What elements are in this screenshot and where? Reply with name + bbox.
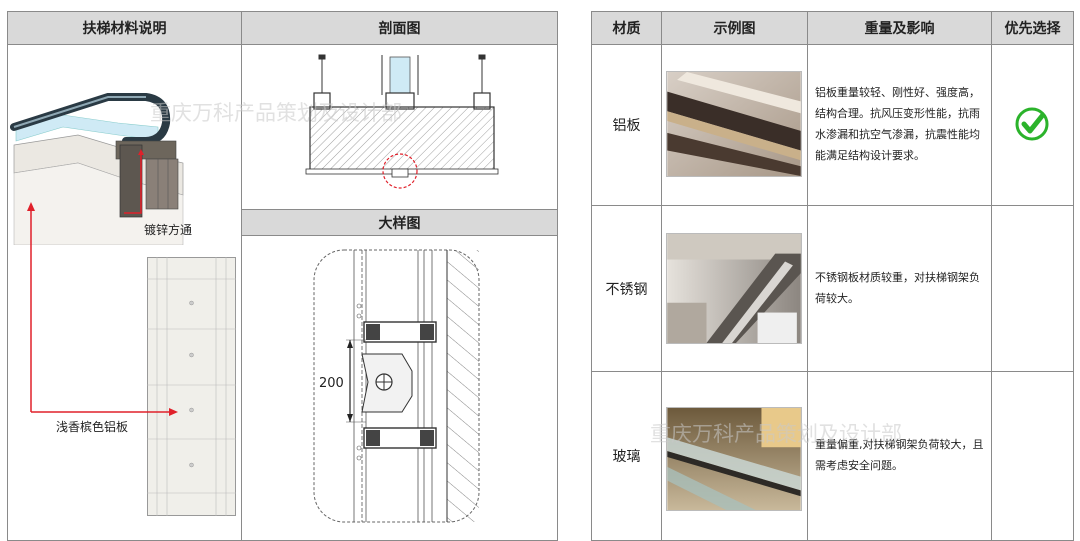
material-cell-aluminum: 铝板 [591,44,662,206]
callout-galvanized-tube: 镀锌方通 [144,223,193,237]
description-aluminum: 铝板重量较轻、刚性好、强度高，结构合理。抗风压变形性能，抗雨水渗漏和抗空气渗漏，… [815,86,980,162]
header-preferred: 优先选择 [991,11,1074,45]
callout-aluminum-panel: 浅香槟色铝板 [56,420,129,434]
watermark: 重庆万科产品策划及设计部 [150,101,402,125]
photo-glass-escalator [666,407,802,511]
handrail-3d-illustration [10,93,184,245]
photo-stainless-escalator [666,233,802,344]
header-detail-drawing: 大样图 [241,209,558,236]
material-cell-stainless: 不锈钢 [591,205,662,372]
aluminum-panel-elevation [147,257,236,516]
dimension-label: 200 [319,376,344,391]
header-section-drawing: 剖面图 [241,11,558,45]
preferred-cell-glass [991,371,1074,541]
header-weight-impact: 重量及影响 [807,11,992,45]
section-drawing [305,54,499,189]
description-glass: 重量偏重,对扶梯钢架负荷较大，且需考虑安全问题。 [815,438,984,472]
detail-drawing [313,249,480,523]
material-cell-glass: 玻璃 [591,371,662,541]
photo-aluminum-escalator [666,71,802,177]
preferred-cell-stainless [991,205,1074,372]
description-stainless: 不锈钢板材质较重，对扶梯钢架负荷较大。 [815,271,980,305]
header-material-description: 扶梯材料说明 [7,11,242,45]
check-circle-icon [1015,107,1049,141]
header-example-image: 示例图 [661,11,808,45]
callout-arrow-aluminum-panel [27,202,178,416]
watermark: 重庆万科产品策划及设计部 [650,422,902,446]
header-material: 材质 [591,11,662,45]
